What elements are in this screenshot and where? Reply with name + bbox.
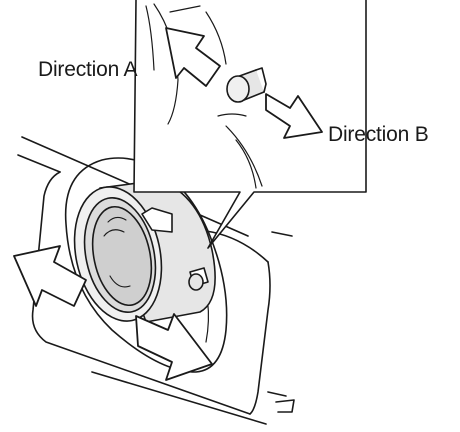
lens-knob-small xyxy=(188,267,209,291)
arrow-b-callout-icon xyxy=(265,93,323,139)
arrow-a-callout-icon xyxy=(165,27,221,87)
arrow-a-body-icon xyxy=(13,245,87,307)
lens-shift-knob xyxy=(226,67,267,103)
direction-b-label: Direction B xyxy=(328,123,429,146)
arrow-b-body-icon xyxy=(135,313,213,381)
callout-box xyxy=(133,0,367,249)
direction-a-label: Direction A xyxy=(38,58,138,81)
